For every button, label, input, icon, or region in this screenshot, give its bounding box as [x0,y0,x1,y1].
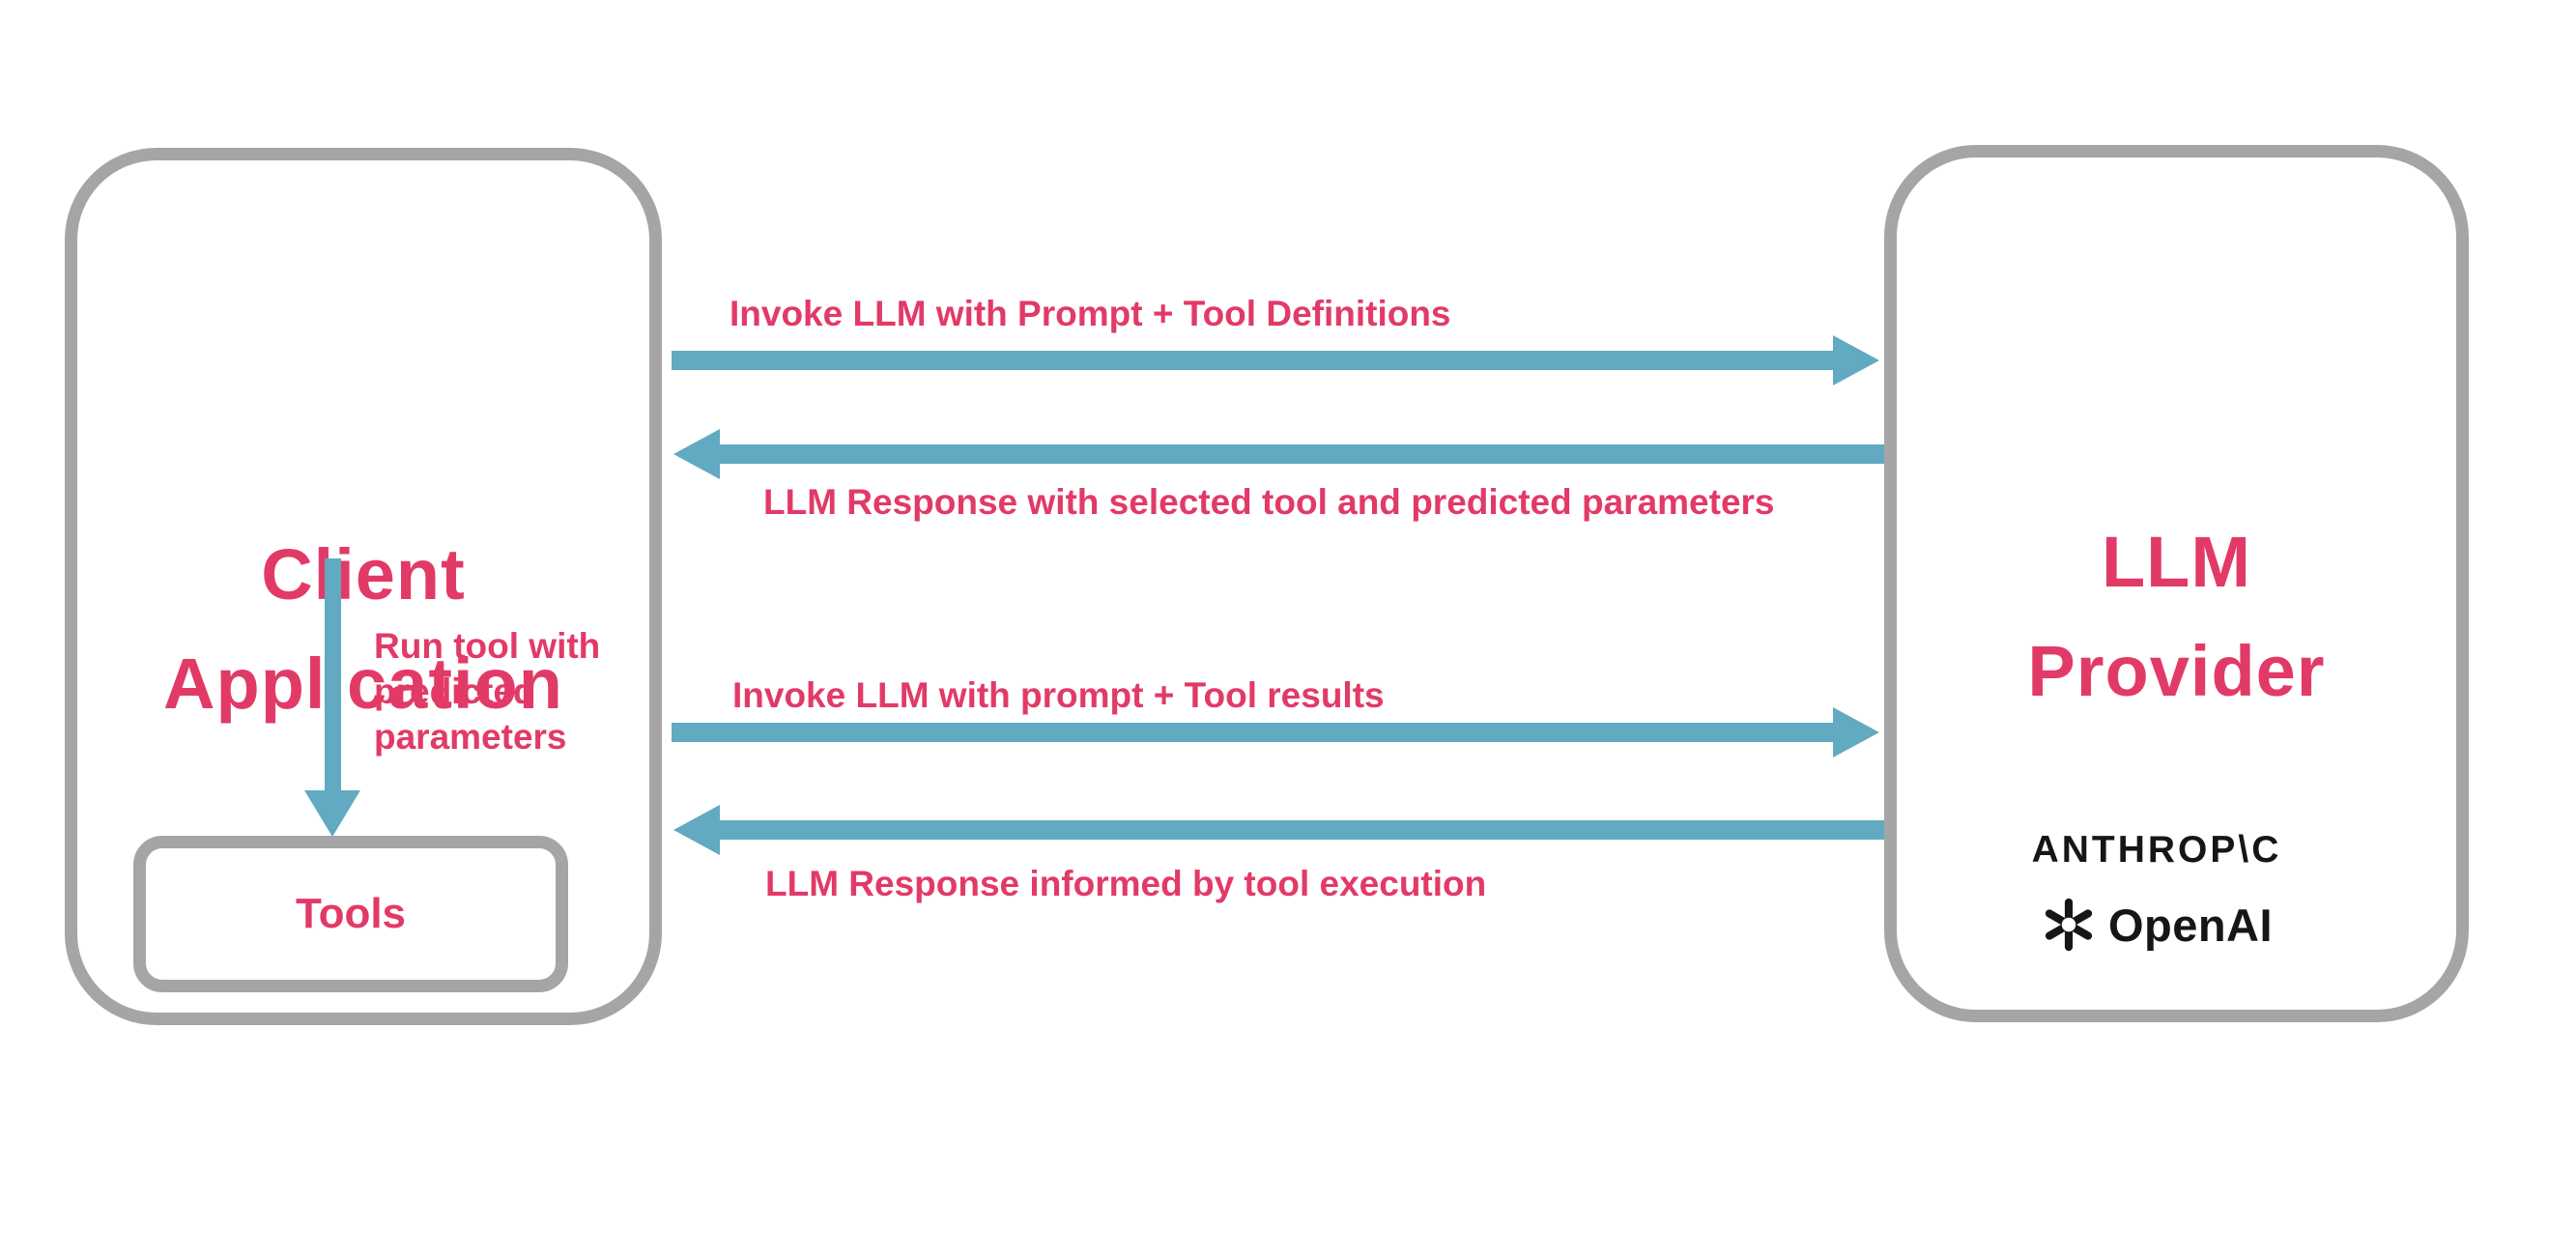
tools-box: Tools [133,836,568,992]
down-arrow-icon [304,790,360,837]
arrow-right-2-shaft [672,723,1833,742]
llm-provider-title: LLM Provider [1897,507,2456,726]
tools-label: Tools [295,890,407,937]
run-tool-note: Run tool with predicted parameters [374,623,600,759]
arrow-left-1-shaft [720,444,1884,464]
arrow-left-2-shaft [720,820,1884,840]
openai-flower-icon [2045,898,2093,952]
arrow-left-2-head-icon [673,805,720,855]
arrow-right-1-shaft [672,351,1833,370]
arrow-left-1-head-icon [673,429,720,479]
flow-label-response-selected-tool: LLM Response with selected tool and pred… [763,482,1775,522]
flow-label-invoke-tool-results: Invoke LLM with prompt + Tool results [732,675,1385,715]
client-application-title: Client Application [77,520,649,738]
arrow-right-2-head-icon [1833,707,1879,758]
llm-provider-box: LLM Provider [1884,145,2469,1022]
openai-wordmark: OpenAI [2107,899,2274,951]
run-tool-note-line2: predicted [374,672,535,711]
down-arrow-shaft [325,558,341,790]
anthropic-logo: ANTHROP\C [2031,829,2282,871]
flow-label-response-tool-execution: LLM Response informed by tool execution [765,864,1487,903]
openai-logo: OpenAI [2041,897,2273,953]
provider-title-line1: LLM [2101,522,2252,602]
run-tool-note-line3: parameters [374,717,567,757]
arrow-right-1-head-icon [1833,335,1879,386]
client-title-line2: Application [163,643,563,724]
run-tool-note-line1: Run tool with [374,626,601,666]
flow-label-invoke-definitions: Invoke LLM with Prompt + Tool Definition… [730,294,1451,333]
client-title-line1: Client [261,534,466,615]
provider-logos: ANTHROP\C OpenAI [1952,829,2361,953]
provider-title-line2: Provider [2027,631,2326,711]
